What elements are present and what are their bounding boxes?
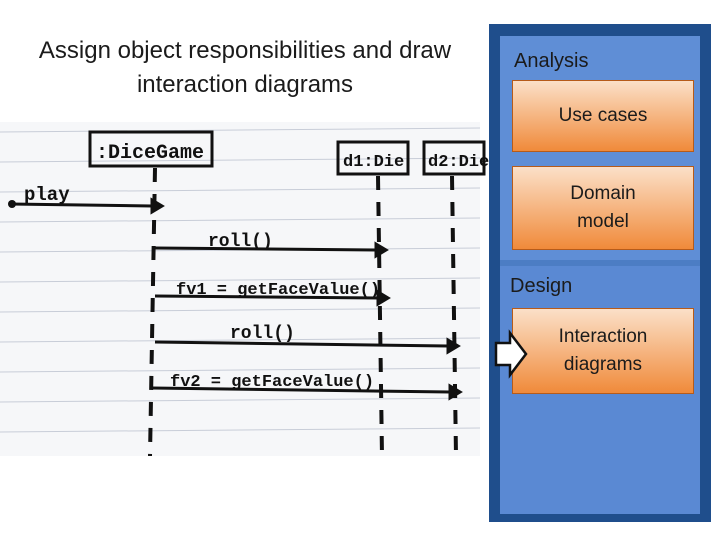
lifeline-dicegame-line xyxy=(148,167,157,457)
lifeline-d2-label: d2:Die xyxy=(428,153,489,172)
lifeline-d1-label: d1:Die xyxy=(343,153,404,172)
analysis-label: Analysis xyxy=(514,50,589,72)
lifeline-dicegame-label: :DiceGame xyxy=(96,142,204,165)
domain-model-box: Domain model xyxy=(512,166,694,250)
message-getfacevalue-2: fv2 = getFaceValue() xyxy=(170,373,374,392)
sequence-diagram-sketch: :DiceGame d1:Die d2:Die play roll() fv1 … xyxy=(0,122,489,457)
message-getfacevalue-1: fv1 = getFaceValue() xyxy=(176,281,380,300)
lifeline-d1-box xyxy=(336,140,410,176)
lifeline-d2-box xyxy=(422,140,486,176)
lifeline-dicegame-box xyxy=(88,130,214,168)
interaction-diagrams-box: Interaction diagrams xyxy=(512,308,694,394)
message-roll-2: roll() xyxy=(230,324,295,344)
message-roll-1: roll() xyxy=(208,232,273,252)
lifeline-d1-line xyxy=(376,175,384,457)
slide-title: Assign object responsibilities and draw … xyxy=(38,37,452,98)
use-cases-box: Use cases xyxy=(512,80,694,152)
message-play: play xyxy=(24,184,70,206)
design-label: Design xyxy=(510,275,573,297)
lifeline-d2-line xyxy=(450,175,458,457)
block-arrow-right-icon xyxy=(494,329,528,379)
